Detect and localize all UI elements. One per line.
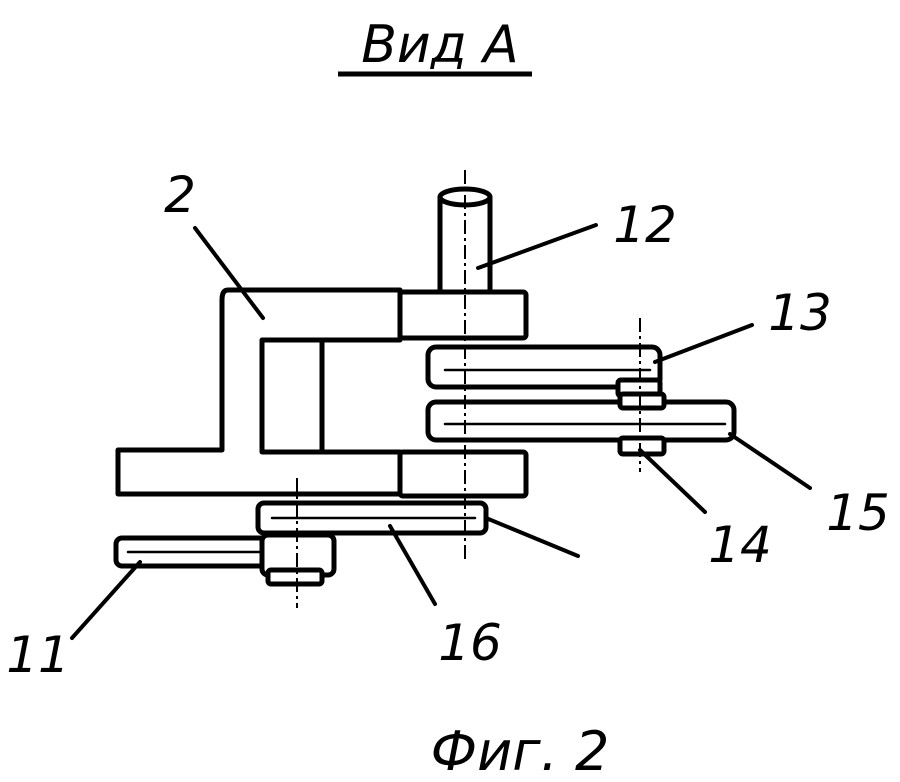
leader-lines <box>70 223 812 640</box>
label-12: 12 <box>613 196 677 254</box>
link-16 <box>255 500 489 536</box>
label-14: 14 <box>708 516 772 574</box>
label-11: 11 <box>6 626 70 684</box>
lever-13 <box>425 344 663 399</box>
label-16: 16 <box>438 614 502 672</box>
view-title: Вид А <box>361 15 519 75</box>
lever-15 <box>425 391 737 457</box>
bracket-2 <box>115 287 529 499</box>
label-15: 15 <box>826 484 890 542</box>
label-2: 2 <box>164 166 196 224</box>
figure-caption: Фиг. 2 <box>431 720 610 782</box>
label-13: 13 <box>768 284 832 342</box>
center-lines <box>296 170 641 608</box>
rod-11 <box>113 532 337 587</box>
